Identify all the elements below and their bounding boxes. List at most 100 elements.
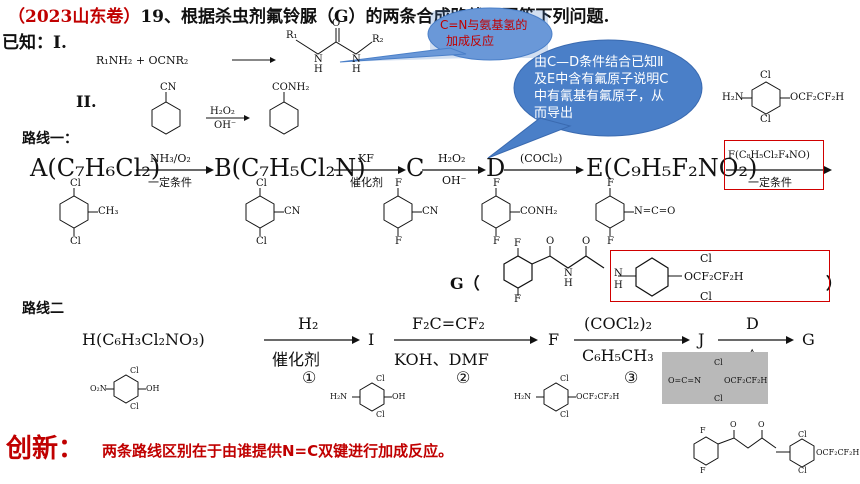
- E-f2: F: [607, 236, 614, 247]
- r2-step2-num: ②: [456, 368, 471, 387]
- route2-label: 路线二: [22, 301, 64, 317]
- F-cl2: Cl: [560, 410, 569, 419]
- eq1-n1: N: [314, 54, 323, 65]
- r1-step5-top: F(C₈H₅Cl₂F₄NO): [728, 150, 810, 161]
- compound-G: G: [802, 330, 815, 349]
- C-f1: F: [395, 178, 402, 189]
- known-ii-label: II.: [76, 92, 97, 111]
- J-ocn: O=C=N: [668, 376, 702, 385]
- bubble1-line1: C=N与氨基氢的: [440, 18, 528, 32]
- G-cl1: Cl: [700, 252, 712, 265]
- r2-step3-bottom: C₆H₅CH₃: [582, 346, 654, 365]
- BG-ocf: OCF₂CF₂H: [816, 448, 860, 457]
- G-ocf: OCF₂CF₂H: [684, 270, 744, 283]
- tr-cl2: Cl: [760, 114, 771, 125]
- r1-step1-bottom: 一定条件: [148, 176, 192, 189]
- I-cl1: Cl: [376, 374, 385, 383]
- I-h2n: H₂N: [330, 392, 348, 401]
- BG-cl2: Cl: [798, 466, 807, 475]
- r2-step1-num: ①: [302, 368, 317, 387]
- BG-f2: F: [700, 466, 706, 475]
- r1-step3-top: H₂O₂: [438, 152, 466, 165]
- compound-E: E(C₉H₅F₂NO₂): [586, 154, 758, 182]
- bubble2-line4: 而导出: [534, 106, 574, 121]
- r1-step3-bottom: OH⁻: [442, 174, 467, 187]
- innovation-heading: 创新：: [6, 434, 85, 464]
- compound-D: D: [486, 154, 506, 182]
- D-f1: F: [493, 178, 500, 189]
- G-cl2: Cl: [700, 290, 712, 303]
- compound-A: A(C₇H₆Cl₂): [30, 154, 161, 182]
- J-cl1: Cl: [714, 358, 723, 367]
- highlight-box-G: [610, 250, 830, 302]
- r2-step1-bottom: 催化剂: [272, 350, 321, 369]
- E-f1: F: [607, 178, 614, 189]
- F-h2n: H₂N: [514, 392, 532, 401]
- compound-J: J: [698, 330, 705, 349]
- known-label: 已知：I.: [2, 33, 67, 53]
- r2-step3-num: ③: [624, 368, 639, 387]
- A-ch3: CH₃: [98, 206, 119, 217]
- G-f1: F: [514, 238, 521, 249]
- G-o1: O: [546, 236, 555, 247]
- r2-step3-top: (COCl₂)₂: [584, 314, 653, 333]
- eq2-oh: OH⁻: [214, 120, 237, 131]
- I-oh: OH: [392, 392, 406, 401]
- bubble1-line2: 加成反应: [446, 34, 495, 48]
- BG-o1: O: [730, 420, 737, 429]
- A-cl2: Cl: [70, 236, 81, 247]
- D-conh2: CONH₂: [520, 206, 558, 217]
- compound-I: I: [368, 330, 375, 349]
- B-cl2: Cl: [256, 236, 267, 247]
- eq1-h2: H: [352, 64, 361, 75]
- r2-step2-top: F₂C=CF₂: [412, 314, 485, 333]
- highlight-box-F: [724, 140, 824, 190]
- C-f2: F: [395, 236, 402, 247]
- F-ocf: OCF₂CF₂H: [576, 392, 620, 401]
- A-cl1: Cl: [70, 178, 81, 189]
- eq1-r1: R₁: [286, 30, 298, 41]
- C-cn: CN: [422, 206, 439, 217]
- innovation-text: 两条路线区别在于由谁提供N=C双键进行加成反应。: [102, 442, 454, 460]
- eq2-h2o2: H₂O₂: [210, 106, 235, 117]
- eq1-o: O: [332, 18, 341, 29]
- compound-B: B(C₇H₅Cl₂N): [214, 154, 366, 182]
- eq2-conh2: CONH₂: [272, 82, 310, 93]
- compound-C: C: [406, 154, 425, 182]
- B-cn: CN: [284, 206, 301, 217]
- r1-step5-bottom: 一定条件: [748, 176, 792, 189]
- tr-h2n: H₂N: [722, 92, 744, 103]
- G-h2: H: [614, 280, 623, 291]
- tr-cl1: Cl: [760, 70, 771, 81]
- known-eq1-reactants: R₁NH₂ + OCNR₂: [96, 54, 189, 67]
- compound-H: H(C₆H₃Cl₂NO₃): [82, 330, 205, 349]
- G-f2: F: [514, 294, 521, 305]
- BG-cl1: Cl: [798, 430, 807, 439]
- bubble2-line3: 中有氰基有氟原子，从: [534, 89, 665, 104]
- G-prefix: G（: [450, 274, 480, 293]
- H-cl2: Cl: [130, 402, 139, 411]
- question-source: （2023山东卷）: [8, 7, 141, 27]
- bubble2-line2: 及E中含有氟原子说明C: [534, 72, 669, 87]
- J-cl2: Cl: [714, 394, 723, 403]
- eq1-h1: H: [314, 64, 323, 75]
- r1-step1-top: NH₃/O₂: [150, 152, 191, 165]
- G-n2: N: [614, 268, 623, 279]
- r2-step1-top: H₂: [298, 314, 319, 333]
- eq1-n2: N: [352, 54, 361, 65]
- bubble2-line1: 由C—D条件结合已知Ⅱ: [534, 55, 664, 70]
- BG-f1: F: [700, 426, 706, 435]
- G-h1: H: [564, 278, 573, 289]
- H-oh: OH: [146, 384, 160, 393]
- G-suffix: ）: [826, 274, 843, 293]
- H-o2n: O₂N: [90, 384, 107, 393]
- tr-ocf: OCF₂CF₂H: [790, 92, 845, 103]
- F-cl1: Cl: [560, 374, 569, 383]
- J-ocf: OCF₂CF₂H: [724, 376, 768, 385]
- I-cl2: Cl: [376, 410, 385, 419]
- r2-step2-bottom: KOH、DMF: [394, 350, 489, 369]
- eq1-r2: R₂: [372, 34, 384, 45]
- r1-step2-top: KF: [358, 152, 374, 165]
- G-n1: N: [564, 268, 573, 279]
